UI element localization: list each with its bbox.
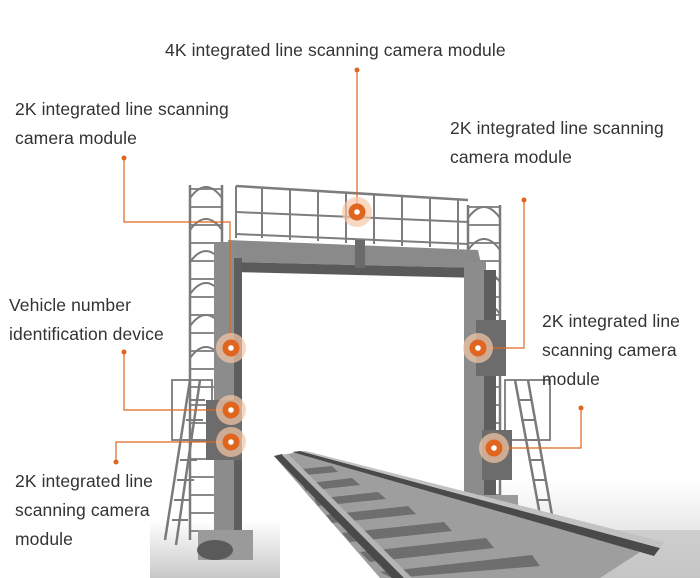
label-2k-bottom-left: 2K integrated line scanning camera modul… (15, 467, 153, 554)
right-column (464, 262, 518, 511)
label-2k-bottom-left-line1: 2K integrated line (15, 471, 154, 491)
marker-2k-right-upper (463, 333, 493, 363)
label-vehicle-number-device: Vehicle number identification device (9, 291, 164, 349)
label-2k-right: 2K integrated line scanning camera modul… (542, 307, 680, 394)
left-ladder-cage (163, 185, 224, 546)
label-2k-top-right: 2K integrated line scanning camera modul… (450, 114, 664, 172)
marker-2k-left-upper (216, 333, 246, 363)
marker-4k-top (342, 197, 372, 227)
label-2k-right-line1: 2K integrated line (542, 311, 681, 331)
top-railing (235, 184, 469, 249)
label-4k-camera-module: 4K integrated line scanning camera modul… (165, 40, 506, 60)
label-vehicle-number-line2: identification device (9, 324, 164, 344)
label-2k-top-left: 2K integrated line scanning camera modul… (15, 95, 229, 153)
marker-2k-left-lower (216, 427, 246, 457)
marker-vehicle-number (216, 395, 246, 425)
railway-track (274, 451, 664, 578)
label-2k-top-left-line2: camera module (15, 128, 137, 148)
label-2k-top-right-line2: camera module (450, 147, 572, 167)
label-2k-bottom-left-line3: module (15, 529, 73, 549)
label-2k-right-line2: scanning camera (542, 340, 677, 360)
leader-lines (115, 70, 582, 462)
leader-end-dots (113, 67, 584, 465)
label-2k-bottom-left-line2: scanning camera (15, 500, 150, 520)
marker-2k-right-lower (479, 433, 509, 463)
label-vehicle-number-line1: Vehicle number (9, 295, 132, 315)
label-2k-top-right-line1: 2K integrated line scanning (450, 118, 664, 138)
label-2k-right-line3: module (542, 369, 600, 389)
top-beam (228, 240, 482, 278)
label-2k-top-left-line1: 2K integrated line scanning (15, 99, 229, 119)
